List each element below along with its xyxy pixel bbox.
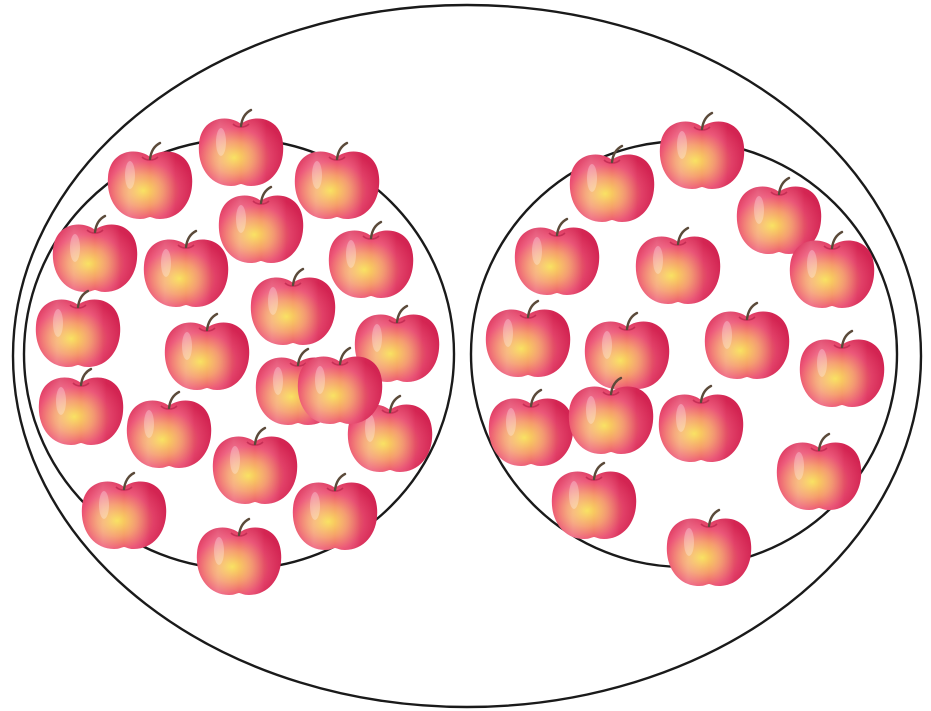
apple-icon (659, 386, 743, 462)
apple-icon (486, 301, 570, 377)
apple-icon (552, 463, 636, 539)
apple-icon (585, 313, 669, 389)
apple-icon (570, 146, 654, 222)
apple-icon (660, 113, 744, 189)
apple-icon (777, 434, 861, 510)
apple-icon (515, 219, 599, 295)
apple-icon (636, 228, 720, 304)
apple-icon (667, 510, 751, 586)
apple-icon (329, 222, 413, 298)
apple-icon (36, 291, 120, 367)
apple-icon (800, 331, 884, 407)
apple-icon (144, 231, 228, 307)
apple-icon (705, 303, 789, 379)
apple-icon (295, 143, 379, 219)
apple-icon (197, 519, 281, 595)
apple-icon (569, 378, 653, 454)
apple-icon (489, 390, 573, 466)
apple-icon (251, 269, 335, 345)
left-apple-group (36, 110, 439, 595)
apple-icon (293, 474, 377, 550)
apple-icon (165, 314, 249, 390)
apple-icon (213, 428, 297, 504)
apple-icon (127, 392, 211, 468)
apple-icon (82, 473, 166, 549)
apple-icon (39, 369, 123, 445)
apple-icon (199, 110, 283, 186)
apple-icon (219, 187, 303, 263)
apple-icon (108, 143, 192, 219)
